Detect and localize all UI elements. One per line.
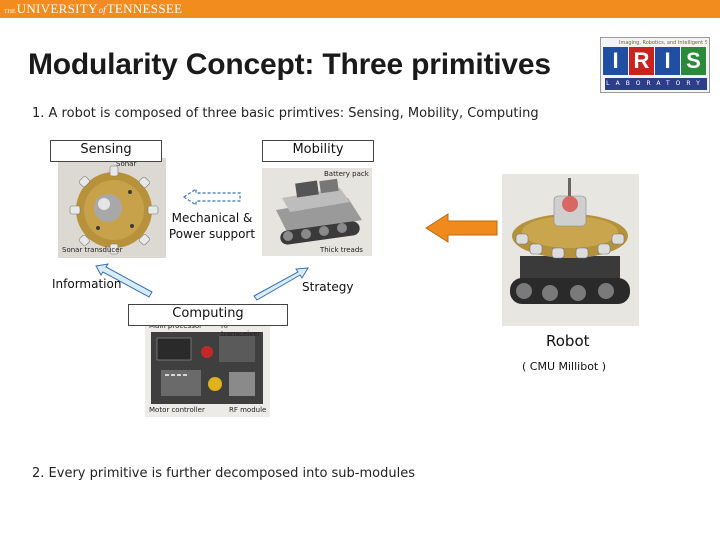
computing-annotation-bottom-right: RF module — [229, 406, 267, 414]
sensing-label: Sensing — [50, 140, 162, 162]
logo-of: of — [98, 5, 106, 15]
mobility-annotation-bottom: Thick treads — [320, 246, 363, 254]
sensing-annotation-bottom: Sonar transducer — [62, 246, 123, 254]
iris-laboratory-band: LABORATORY — [605, 78, 707, 90]
university-logo: THE UNIVERSITY of TENNESSEE — [4, 1, 182, 17]
slide-title: Modularity Concept: Three primitives — [28, 48, 551, 81]
iris-lab-logo: Imaging, Robotics, and Intelligent Syste… — [600, 37, 710, 93]
logo-tennessee: TENNESSEE — [106, 1, 183, 16]
iris-letter-i2: I — [655, 47, 680, 75]
information-label: Information — [52, 277, 122, 291]
robot-label: Robot — [546, 332, 590, 350]
sensing-annotation-top: Sonar — [116, 160, 137, 168]
information-arrow — [95, 263, 153, 298]
point-1: 1. A robot is composed of three basic pr… — [32, 106, 539, 121]
mechanical-power-arrow — [182, 187, 241, 207]
strategy-label: Strategy — [302, 280, 354, 294]
mechanical-power-label: Mechanical & Power support — [166, 210, 258, 242]
computing-label: Computing — [128, 304, 288, 326]
mobility-annotation-top: Battery pack — [324, 170, 369, 178]
mobility-label: Mobility — [262, 140, 374, 162]
robot-arrow — [425, 213, 498, 243]
strategy-arrow — [253, 267, 309, 301]
logo-university: UNIVERSITY — [16, 1, 98, 16]
computing-photo: Main processor RF transceiver Motor cont… — [145, 322, 270, 417]
computing-annotation-top-left: Main processor — [149, 322, 202, 330]
robot-photo — [502, 174, 639, 326]
computing-annotation-top-right: RF transceiver — [221, 322, 261, 338]
iris-letter-i: I — [603, 47, 628, 75]
point-2: 2. Every primitive is further decomposed… — [32, 466, 415, 481]
robot-caption: ( CMU Millibot ) — [522, 360, 607, 373]
sensing-photo: Sonar Sonar transducer — [58, 158, 166, 258]
logo-the: THE — [4, 9, 16, 15]
mobility-photo: Battery pack Thick treads — [262, 168, 372, 256]
mechanical-power-line1: Mechanical & — [171, 211, 253, 225]
university-header-bar: THE UNIVERSITY of TENNESSEE — [0, 0, 720, 18]
iris-letter-r: R — [629, 47, 654, 75]
iris-tagline: Imaging, Robotics, and Intelligent Syste… — [619, 40, 707, 46]
iris-letter-s: S — [681, 47, 706, 75]
iris-letters: I R I S — [603, 47, 706, 75]
computing-annotation-bottom-left: Motor controller — [149, 406, 205, 414]
mechanical-power-line2: Power support — [168, 227, 256, 241]
